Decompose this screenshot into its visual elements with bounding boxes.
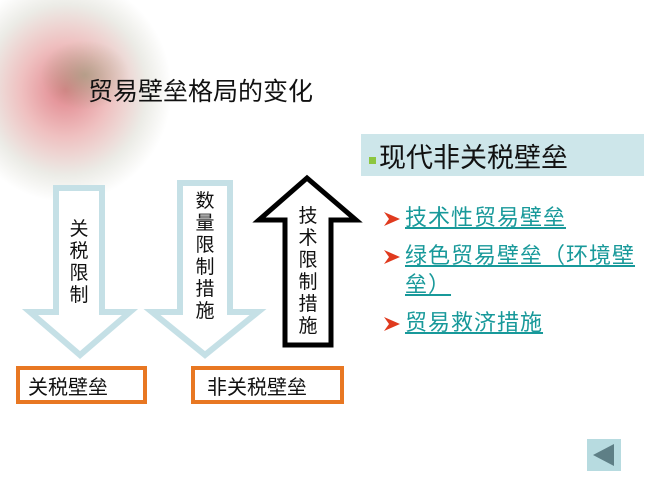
flower-decoration-leaves [40, 40, 130, 110]
box-tariff-barrier: 关税壁垒 [16, 366, 147, 404]
bullet-list: 技术性贸易壁垒 绿色贸易壁垒（环境壁垒） 贸易救济措施 [383, 204, 653, 347]
flower-decoration [0, 0, 170, 200]
down-arrow-2 [143, 180, 267, 359]
arrow-label-quantity: 数量限制措施 [195, 190, 215, 322]
list-item: 绿色贸易壁垒（环境壁垒） [383, 242, 653, 300]
arrow-label-technical: 技术限制措施 [298, 205, 318, 337]
square-bullet-icon [369, 156, 376, 164]
list-item: 技术性贸易壁垒 [383, 204, 653, 233]
arrow-bullet-icon [384, 317, 400, 331]
arrow-bullet-icon [384, 212, 400, 226]
section-header-text: 现代非关税壁垒 [379, 142, 568, 174]
list-item: 贸易救济措施 [383, 309, 653, 338]
down-arrow-1 [21, 185, 139, 359]
link-technical-barrier[interactable]: 技术性贸易壁垒 [405, 206, 567, 231]
link-trade-remedy[interactable]: 贸易救济措施 [405, 311, 544, 336]
section-header: 现代非关税壁垒 [361, 134, 644, 176]
arrow-label-tariff: 关税限制 [69, 218, 89, 306]
back-button[interactable] [587, 439, 621, 471]
slide-title: 贸易壁垒格局的变化 [88, 77, 314, 106]
arrow-bullet-icon [384, 250, 400, 264]
box-nontariff-barrier: 非关税壁垒 [191, 366, 344, 404]
up-arrow [252, 174, 363, 348]
triangle-left-icon [593, 444, 614, 466]
link-green-barrier[interactable]: 绿色贸易壁垒（环境壁垒） [405, 244, 636, 298]
